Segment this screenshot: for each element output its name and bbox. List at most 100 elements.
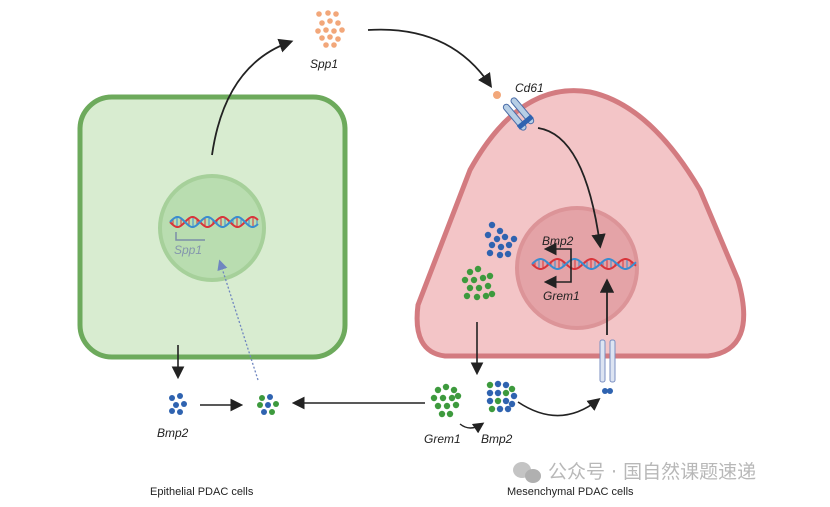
grem1-bmp2-complex <box>502 381 510 389</box>
cd61-label: Cd61 <box>515 81 544 95</box>
bmp2-molecule <box>497 243 505 251</box>
grem1-molecule <box>466 268 474 276</box>
bmp-receptor <box>599 339 616 394</box>
bmp2-molecule <box>501 233 509 241</box>
grem1-molecule <box>434 386 442 394</box>
arrow-bmp2-to-receptor <box>517 398 601 417</box>
spp1-molecule <box>315 28 321 34</box>
grem1-bmp2-complex <box>508 400 516 408</box>
epithelial-dna <box>169 216 259 228</box>
bmp2-molecule <box>488 221 496 229</box>
grem1-promoter-arrow <box>543 264 572 289</box>
grem1-bmp2-complex <box>502 397 510 405</box>
spp1-molecule <box>323 42 329 48</box>
spp1-molecule <box>316 11 322 17</box>
grem1-molecule <box>473 293 481 301</box>
grem1-bmp2-complex <box>265 402 271 408</box>
arrow-grem1-to-bmp2 <box>459 422 485 434</box>
grem1-bmp2-complex <box>486 381 494 389</box>
watermark: 公众号 · 国自然课题速递 <box>513 461 756 483</box>
spp1-molecule <box>323 27 329 33</box>
grem1-bottom-label: Grem1 <box>424 432 461 446</box>
bmp2-molecule <box>488 241 496 249</box>
grem1-molecule <box>452 401 460 409</box>
grem1-bmp2-complex <box>261 409 267 415</box>
bmp2-molecule <box>169 408 175 414</box>
dotted-arrow-to-spp1-gene <box>217 259 259 381</box>
bmp2-molecule <box>177 393 183 399</box>
spp1-ligand-bound <box>493 91 501 99</box>
grem1-bmp2-complex <box>496 405 504 413</box>
grem1-molecule <box>430 394 438 402</box>
spp1-molecule <box>327 18 333 24</box>
arrow-cd61-to-nucleus <box>537 127 606 249</box>
spp1-molecule <box>327 34 333 40</box>
grem1-bmp2-complex <box>257 402 263 408</box>
cd61-receptor <box>502 97 535 131</box>
bmp2-molecule <box>493 235 501 243</box>
bmp2-bottom-label: Bmp2 <box>481 432 513 446</box>
arrow-spp1-secretion <box>211 38 294 156</box>
grem1-molecule <box>475 284 483 292</box>
epithelial-caption: Epithelial PDAC cells <box>150 486 254 498</box>
grem1-bmp2-complex <box>494 380 502 388</box>
grem1-molecule <box>474 265 482 273</box>
grem1-bmp2-complex <box>259 395 265 401</box>
grem1-molecule <box>484 282 492 290</box>
bmp2-molecule <box>496 227 504 235</box>
grem1-bmp2-complex <box>488 405 496 413</box>
grem1-molecule <box>442 383 450 391</box>
grem1-molecule <box>479 274 487 282</box>
grem1-molecule <box>482 292 490 300</box>
grem1-molecule <box>454 392 462 400</box>
grem1-bmp2-complex <box>502 389 510 397</box>
spp1-molecule <box>331 28 337 34</box>
dna-strand <box>169 216 259 228</box>
bmp2-molecule <box>484 231 492 239</box>
grem1-bmp2-complex <box>269 409 275 415</box>
spp1-molecule <box>325 10 331 16</box>
bmp2-molecule <box>173 402 179 408</box>
grem1-molecule <box>466 284 474 292</box>
mesenchymal-caption: Mesenchymal PDAC cells <box>507 486 634 498</box>
grem1-bmp2-complex <box>494 397 502 405</box>
arrow-spp1-to-cd61 <box>367 28 492 88</box>
grem1-molecule <box>438 410 446 418</box>
bmp2-molecule <box>486 249 494 257</box>
spp1-molecule <box>319 20 325 26</box>
grem1-molecule <box>448 394 456 402</box>
wechat-icon <box>513 462 541 483</box>
mesenchymal-dna <box>531 258 637 270</box>
epithelial-nucleus <box>158 174 266 282</box>
spp1-molecule <box>331 42 337 48</box>
spp1-molecule <box>319 35 325 41</box>
grem1-bmp2-complex <box>494 389 502 397</box>
grem1-molecule <box>461 276 469 284</box>
spp1-gene-bracket <box>175 232 205 241</box>
grem1-molecule <box>446 410 454 418</box>
grem1-molecule <box>488 290 496 298</box>
grem1-molecule <box>463 292 471 300</box>
bmp2-molecule <box>510 235 518 243</box>
bmp2-molecule <box>505 241 513 249</box>
grem1-bmp2-complex <box>267 394 273 400</box>
bmp2-gene-label: Bmp2 <box>542 234 574 248</box>
bmp2-molecule <box>504 250 512 258</box>
spp1-molecule <box>333 11 339 17</box>
grem1-molecule <box>470 276 478 284</box>
bmp2-molecule <box>181 401 187 407</box>
grem1-molecule <box>450 386 458 394</box>
dna-strand <box>531 258 637 270</box>
spp1-molecule <box>335 20 341 26</box>
grem1-bmp2-complex <box>504 405 512 413</box>
bmp2-promoter-arrow <box>543 242 572 264</box>
grem1-bmp2-complex <box>508 385 516 393</box>
grem1-molecule <box>439 394 447 402</box>
bmp2-molecule <box>169 395 175 401</box>
grem1-molecule <box>443 402 451 410</box>
grem1-gene-label: Grem1 <box>543 289 580 303</box>
bmp2-molecule <box>177 409 183 415</box>
bmp2-left-label: Bmp2 <box>157 426 189 440</box>
grem1-bmp2-complex <box>273 401 279 407</box>
